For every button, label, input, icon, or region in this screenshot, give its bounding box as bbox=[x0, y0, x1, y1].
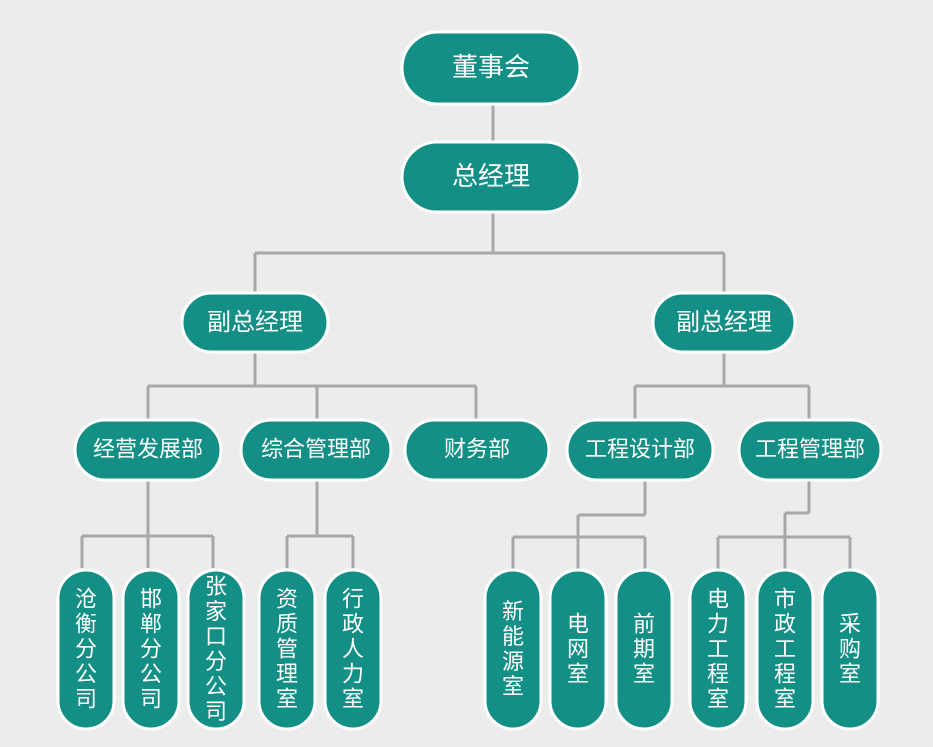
node-unit-label: 张家口分公司 bbox=[205, 575, 227, 725]
node-engineering-design-dept-label: 工程设计部 bbox=[585, 438, 695, 463]
node-finance-dept-label: 财务部 bbox=[444, 438, 510, 463]
node-engineering-mgmt-dept: 工程管理部 bbox=[737, 418, 883, 482]
node-unit-label: 前期室 bbox=[633, 612, 655, 687]
node-unit-handan: 邯郸分公司 bbox=[121, 568, 181, 731]
node-general-manager-label: 总经理 bbox=[452, 162, 530, 192]
node-unit-hr: 行政人力室 bbox=[323, 568, 383, 731]
connector-deputy-right-depts bbox=[633, 350, 811, 422]
node-unit-label: 行政人力室 bbox=[342, 587, 364, 712]
connector-genmgmt-offices bbox=[285, 478, 355, 568]
node-unit-preliminary: 前期室 bbox=[614, 568, 674, 731]
node-unit-label: 新能源室 bbox=[502, 600, 524, 700]
node-unit-label: 采购室 bbox=[839, 612, 861, 687]
node-unit-procurement: 采购室 bbox=[820, 568, 880, 731]
node-unit-municipal-eng: 市政工程室 bbox=[755, 568, 815, 731]
connector-bizdev-branches bbox=[80, 478, 215, 568]
node-deputy-gm-right-label: 副总经理 bbox=[676, 308, 772, 336]
node-unit-qualification: 资质管理室 bbox=[257, 568, 317, 731]
node-business-dev-dept: 经营发展部 bbox=[73, 418, 223, 482]
node-board-label: 董事会 bbox=[452, 53, 530, 83]
node-unit-label: 邯郸分公司 bbox=[140, 587, 162, 712]
node-unit-power-grid: 电网室 bbox=[548, 568, 608, 731]
connector-engmgmt-offices bbox=[716, 478, 852, 570]
node-unit-cangheng: 沧衡分公司 bbox=[56, 568, 116, 731]
node-deputy-gm-left-label: 副总经理 bbox=[207, 308, 303, 336]
connector-deputy-left-depts bbox=[146, 350, 478, 422]
connector-design-offices bbox=[511, 478, 647, 570]
node-finance-dept: 财务部 bbox=[403, 418, 551, 482]
node-engineering-design-dept: 工程设计部 bbox=[565, 418, 715, 482]
node-unit-new-energy: 新能源室 bbox=[483, 568, 543, 731]
node-engineering-mgmt-dept-label: 工程管理部 bbox=[755, 438, 865, 463]
node-unit-label: 资质管理室 bbox=[276, 587, 298, 712]
node-board: 董事会 bbox=[400, 30, 582, 106]
node-unit-electrical-eng: 电力工程室 bbox=[688, 568, 748, 731]
connector-lines bbox=[80, 100, 852, 570]
node-unit-zhangjiakou: 张家口分公司 bbox=[186, 568, 246, 731]
node-unit-label: 电网室 bbox=[567, 612, 589, 687]
unit-nodes: 沧衡分公司 邯郸分公司 张家口分公司 资质管理室 行政人力室 新能源室 电网室 前期室 电力工程… bbox=[56, 568, 880, 731]
node-general-mgmt-dept: 综合管理部 bbox=[239, 418, 393, 482]
node-general-manager: 总经理 bbox=[400, 140, 582, 214]
connector-gm-deputies bbox=[253, 210, 726, 295]
node-general-mgmt-dept-label: 综合管理部 bbox=[261, 438, 371, 463]
node-unit-label: 电力工程室 bbox=[707, 587, 729, 712]
node-deputy-gm-left: 副总经理 bbox=[180, 291, 330, 354]
node-business-dev-dept-label: 经营发展部 bbox=[93, 438, 203, 463]
node-unit-label: 市政工程室 bbox=[774, 587, 796, 712]
node-deputy-gm-right: 副总经理 bbox=[651, 291, 797, 354]
node-unit-label: 沧衡分公司 bbox=[75, 587, 97, 712]
